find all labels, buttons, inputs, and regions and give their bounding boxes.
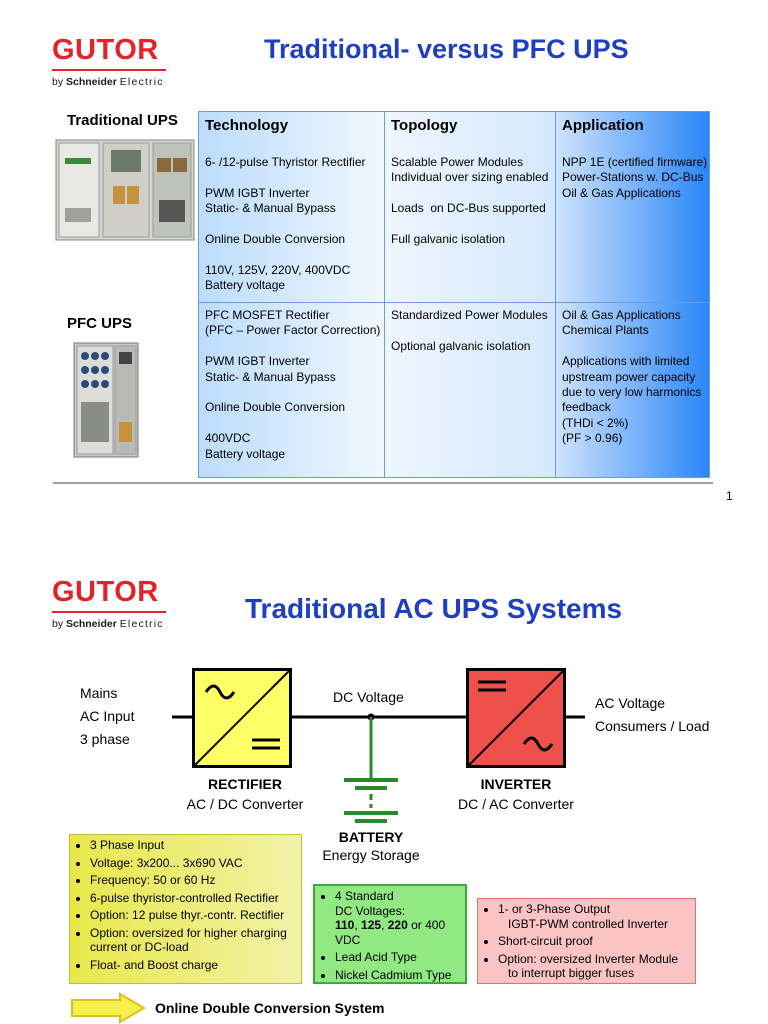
battery-icon bbox=[344, 778, 398, 823]
inverter-block bbox=[466, 668, 566, 768]
list-item: 3 Phase Input bbox=[90, 838, 297, 853]
list-item: 4 Standard DC Voltages: 110, 125, 220 or… bbox=[335, 889, 461, 947]
list-item: Frequency: 50 or 60 Hz bbox=[90, 873, 297, 888]
cell-traditional-technology: 6- /12-pulse Thyristor Rectifier PWM IGB… bbox=[205, 155, 366, 293]
footer-caption: Online Double Conversion System bbox=[155, 1000, 385, 1016]
arrow-right-icon bbox=[71, 992, 146, 1024]
dc-voltage-label: DC Voltage bbox=[333, 689, 404, 705]
traditional-ups-photo bbox=[55, 139, 195, 241]
traditional-ups-label: Traditional UPS bbox=[67, 112, 178, 129]
comparison-table: Technology Topology Application 6- /12-p… bbox=[198, 111, 710, 478]
cell-pfc-application: Oil & Gas Applications Chemical Plants A… bbox=[562, 308, 702, 446]
slide-title: Traditional- versus PFC UPS bbox=[264, 34, 629, 64]
logo-rule bbox=[52, 69, 166, 71]
gutor-logo: GUTOR by Schneider Electric bbox=[52, 576, 172, 629]
output-label: AC Voltage Consumers / Load bbox=[595, 695, 710, 734]
rectifier-caption: RECTIFIER AC / DC Converter bbox=[186, 776, 304, 812]
list-item: 1- or 3-Phase Output IGBT-PWM controlled… bbox=[498, 902, 691, 931]
battery-details-box: 4 Standard DC Voltages: 110, 125, 220 or… bbox=[313, 884, 467, 984]
pfc-ups-photo bbox=[73, 342, 139, 458]
list-item: Option: oversized Inverter Module to int… bbox=[498, 952, 691, 981]
logo-word: GUTOR bbox=[52, 34, 159, 66]
cell-pfc-technology: PFC MOSFET Rectifier (PFC – Power Factor… bbox=[205, 308, 381, 461]
list-item: Lead Acid Type bbox=[335, 950, 461, 965]
list-item: Float- and Boost charge bbox=[90, 958, 297, 973]
header-topology: Topology bbox=[391, 117, 458, 134]
cell-pfc-topology: Standardized Power Modules Optional galv… bbox=[391, 308, 548, 353]
header-application: Application bbox=[562, 117, 644, 134]
cell-traditional-application: NPP 1E (certified firmware) Power-Statio… bbox=[562, 155, 708, 200]
logo-word: GUTOR bbox=[52, 576, 159, 608]
slide-title: Traditional AC UPS Systems bbox=[245, 593, 623, 624]
cell-traditional-topology: Scalable Power Modules Individual over s… bbox=[391, 155, 549, 247]
ac-wave-icon bbox=[204, 684, 236, 700]
header-technology: Technology bbox=[205, 117, 289, 134]
logo-rule bbox=[52, 611, 166, 613]
gutor-logo: GUTOR by Schneider Electric bbox=[52, 34, 172, 87]
rectifier-details-box: 3 Phase Input Voltage: 3x200... 3x690 VA… bbox=[69, 834, 302, 984]
list-item: Voltage: 3x200... 3x690 VAC bbox=[90, 856, 297, 871]
list-item: 6-pulse thyristor-controlled Rectifier bbox=[90, 891, 297, 906]
input-label: Mains AC Input 3 phase bbox=[80, 685, 135, 747]
pfc-ups-label: PFC UPS bbox=[67, 315, 133, 332]
inverter-caption: INVERTER DC / AC Converter bbox=[458, 776, 574, 812]
row-divider bbox=[199, 302, 709, 303]
col-technology bbox=[199, 112, 385, 477]
col-topology bbox=[385, 112, 556, 477]
rectifier-block bbox=[192, 668, 292, 768]
col-application bbox=[556, 112, 709, 477]
list-item: Option: oversized for higher charging cu… bbox=[90, 926, 297, 955]
ac-wave-icon bbox=[522, 736, 554, 752]
logo-byline: by Schneider Electric bbox=[52, 76, 164, 88]
page-number: 1 bbox=[726, 489, 733, 503]
inverter-details-box: 1- or 3-Phase Output IGBT-PWM controlled… bbox=[477, 898, 696, 984]
battery-caption: BATTERY Energy Storage bbox=[322, 829, 420, 863]
list-item: Nickel Cadmium Type bbox=[335, 968, 461, 983]
list-item: Option: 12 pulse thyr.-contr. Rectifier bbox=[90, 908, 297, 923]
list-item: Short-circuit proof bbox=[498, 934, 691, 949]
logo-byline: by Schneider Electric bbox=[52, 618, 164, 630]
slide-separator bbox=[53, 482, 713, 484]
